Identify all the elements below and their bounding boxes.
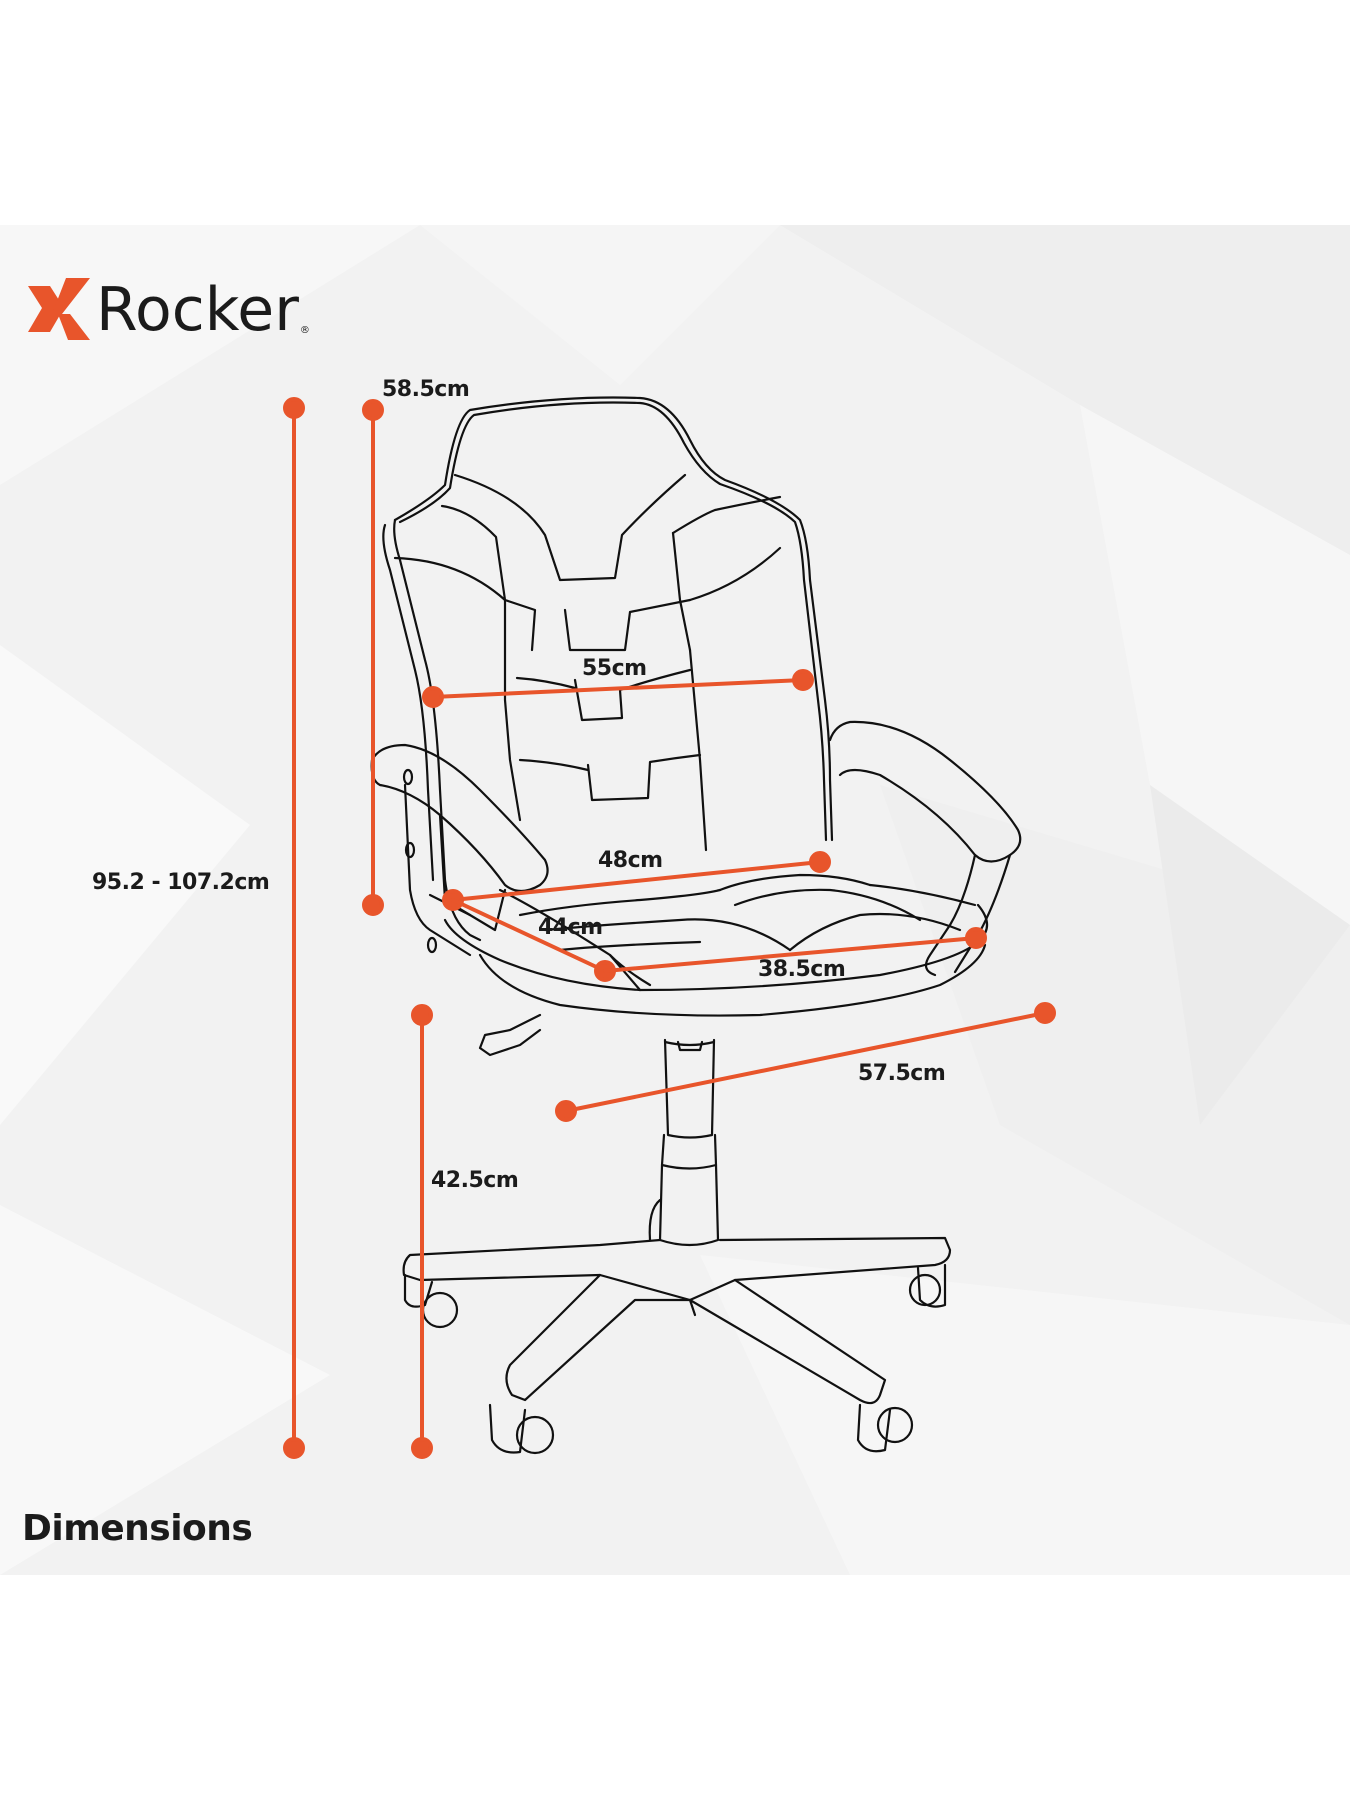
label-seat-depth: 44cm [538,915,603,940]
label-seat-height: 42.5cm [431,1168,519,1193]
dimension-marker-overall-top [283,397,305,419]
label-overall-height: 95.2 - 107.2cm [92,870,270,895]
x-mark-icon [28,278,90,340]
label-backrest-width: 55cm [582,656,647,681]
label-seat-width-back: 48cm [598,848,663,873]
dimension-lines [283,397,1056,1459]
chair-outline [370,396,1022,1455]
label-seat-width-front: 38.5cm [758,957,846,982]
background-panel [0,225,1350,1575]
brand-logo: Rocker ® [24,250,310,340]
registered-mark: ® [299,325,310,336]
low-poly-background [0,225,1350,1575]
dimension-marker-overall-bottom [283,1437,305,1459]
label-base-diameter: 57.5cm [858,1061,946,1086]
brand-wordmark: Rocker [96,275,299,345]
label-backrest-height: 58.5cm [382,377,470,402]
caption-dimensions: Dimensions [22,1508,253,1549]
